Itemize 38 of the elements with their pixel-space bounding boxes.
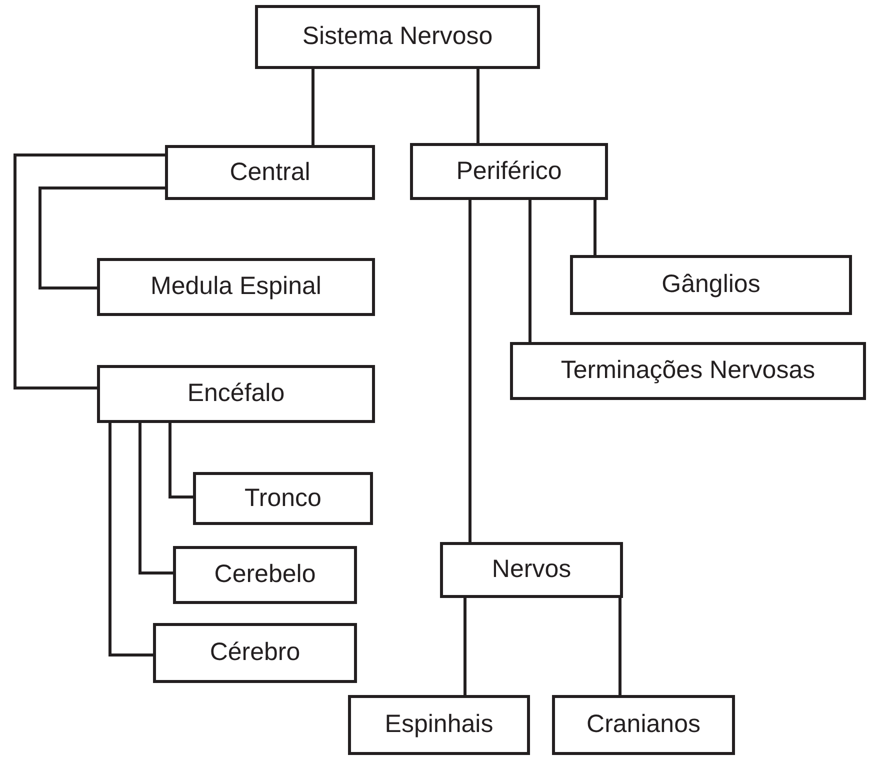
box-label: Periférico (456, 156, 562, 187)
box-label: Sistema Nervoso (302, 21, 493, 52)
box-label: Tronco (244, 482, 322, 514)
connector-line (528, 200, 532, 342)
category-box (97, 365, 375, 423)
connector-line (594, 200, 596, 255)
box-label: Cranianos (586, 709, 700, 740)
category-box (410, 143, 608, 200)
category-box (193, 472, 373, 525)
category-box (97, 258, 375, 316)
box-label: Gânglios (662, 269, 760, 300)
category-box (348, 695, 530, 755)
category-box (570, 255, 852, 315)
category-box (552, 695, 735, 755)
connector-line (14, 154, 165, 390)
connector-line (312, 69, 314, 145)
connector-line (138, 423, 173, 574)
category-box (440, 542, 623, 598)
connector-line (108, 423, 153, 656)
box-label: Cérebro (210, 637, 300, 668)
category-box (255, 5, 540, 69)
connector-line (476, 69, 480, 143)
box-label: Espinhais (384, 709, 494, 740)
connector-line (468, 200, 472, 542)
box-label: Medula Espinal (150, 271, 322, 302)
category-box (173, 546, 357, 604)
box-label: Nervos (492, 554, 572, 586)
connector-line (38, 186, 165, 290)
connector-line (168, 423, 193, 498)
category-box (153, 623, 357, 683)
category-box (510, 342, 866, 400)
category-box (165, 145, 375, 200)
connector-line (464, 598, 466, 695)
box-label: Encéfalo (187, 378, 285, 410)
connector-line (618, 598, 622, 695)
box-label: Terminações Nervosas (560, 355, 816, 386)
box-label: Central (230, 156, 310, 188)
box-label: Cerebelo (214, 559, 316, 590)
